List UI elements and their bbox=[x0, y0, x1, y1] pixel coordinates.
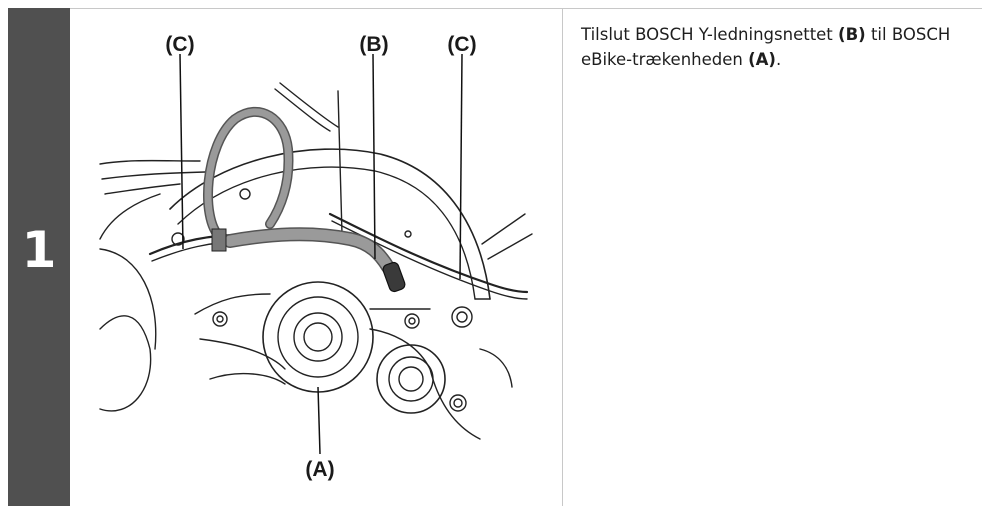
idler-pulley bbox=[376, 344, 446, 414]
instruction-text: Tilslut BOSCH Y-ledningsnettet (B) til B… bbox=[581, 22, 971, 72]
crank-axle-ring bbox=[277, 296, 359, 378]
installation-illustration: (C) (B) (C) (A) bbox=[70, 9, 562, 506]
bolt-hole bbox=[456, 311, 468, 323]
bolt-hole bbox=[404, 230, 412, 238]
leader-line-c-right bbox=[459, 53, 463, 280]
housing-outline bbox=[209, 372, 286, 385]
idler-pulley bbox=[398, 366, 424, 392]
step-number-bar: 1 bbox=[8, 8, 70, 506]
cable-strand bbox=[274, 88, 331, 132]
top-rule bbox=[70, 8, 982, 9]
housing-outline bbox=[99, 159, 201, 165]
callout-a: (A) bbox=[305, 458, 334, 481]
housing-outline bbox=[104, 183, 181, 195]
bolt-hole bbox=[451, 306, 473, 328]
housing-outline bbox=[369, 328, 431, 370]
chainring bbox=[99, 315, 152, 412]
idler-pulley bbox=[388, 356, 434, 402]
instruction-ref-a: (A) bbox=[748, 50, 776, 69]
leader-line-a bbox=[317, 386, 321, 455]
crank-axle-outer bbox=[262, 281, 374, 393]
cable-tie bbox=[211, 228, 227, 252]
chainstay bbox=[481, 213, 526, 245]
column-divider bbox=[562, 8, 563, 506]
housing-outline bbox=[99, 193, 161, 240]
bolt-hole bbox=[408, 317, 416, 325]
bolt-hole bbox=[453, 398, 463, 408]
housing-outline bbox=[429, 368, 481, 440]
cable-strand bbox=[279, 82, 339, 128]
callout-b: (B) bbox=[359, 33, 388, 56]
instruction-part-3: . bbox=[775, 50, 782, 69]
crank-axle-bore bbox=[303, 322, 333, 352]
cable-c-right bbox=[328, 212, 529, 294]
motor-housing-arc bbox=[169, 148, 491, 300]
step-number: 1 bbox=[21, 221, 57, 279]
y-cable-loop bbox=[204, 108, 292, 241]
callout-c-left: (C) bbox=[165, 33, 194, 56]
instruction-ref-b: (B) bbox=[838, 25, 866, 44]
crank-axle-spline bbox=[293, 312, 343, 362]
bolt-hole bbox=[171, 232, 185, 246]
housing-outline bbox=[194, 293, 271, 315]
bolt-hole bbox=[449, 394, 467, 412]
chainstay bbox=[487, 233, 533, 260]
connector-plug bbox=[382, 261, 406, 293]
instruction-part-1: Tilslut BOSCH Y-ledningsnettet bbox=[581, 25, 839, 44]
leader-line-b bbox=[372, 53, 376, 260]
callout-c-right: (C) bbox=[447, 33, 476, 56]
bolt-hole bbox=[239, 188, 251, 200]
frame-tube bbox=[337, 90, 343, 235]
y-cable-b bbox=[224, 228, 394, 273]
leader-line-c-left bbox=[179, 53, 184, 250]
housing-outline bbox=[479, 348, 513, 388]
chainring bbox=[99, 248, 157, 350]
bolt-hole bbox=[216, 315, 224, 323]
instruction-part-2: til BOSCH eBike-trækenheden bbox=[581, 25, 951, 69]
housing-outline bbox=[101, 171, 206, 180]
bolt-hole bbox=[404, 313, 420, 329]
motor-housing-arc bbox=[177, 166, 476, 300]
bolt-hole bbox=[212, 311, 228, 327]
housing-outline bbox=[199, 338, 286, 370]
